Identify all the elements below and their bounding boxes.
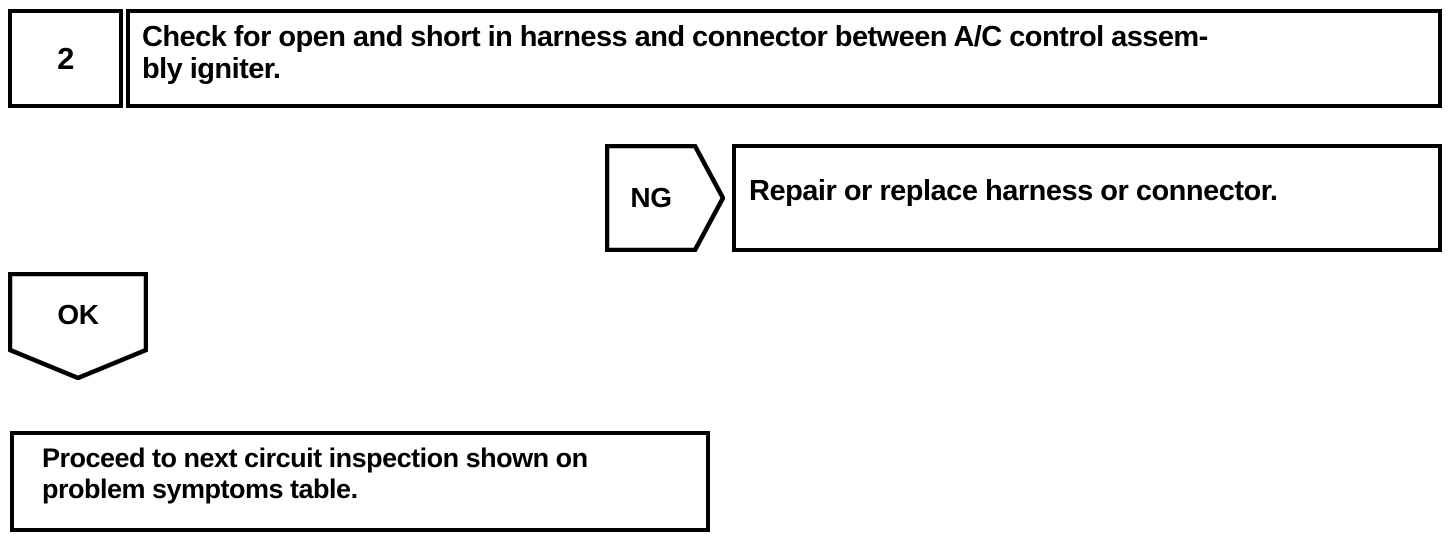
ok-arrow-shape [8,272,148,380]
step-number-cell: 2 [8,9,123,108]
step-instruction-cell: Check for open and short in harness and … [126,9,1442,108]
ng-arrow: NG [605,144,725,252]
step-row: 2 Check for open and short in harness an… [8,9,1442,108]
step-number: 2 [57,41,74,76]
ng-result-box: Repair or replace harness or connector. [732,144,1442,252]
ok-result-box: Proceed to next circuit inspection shown… [10,431,710,532]
ng-label: NG [630,182,672,213]
ng-result-text: Repair or replace harness or connector. [749,175,1278,207]
ok-result-text: Proceed to next circuit inspection shown… [42,443,588,505]
ok-arrow: OK [8,272,148,380]
step-instruction-text: Check for open and short in harness and … [142,21,1208,86]
ok-label: OK [57,299,99,330]
ng-arrow-shape [605,144,725,252]
